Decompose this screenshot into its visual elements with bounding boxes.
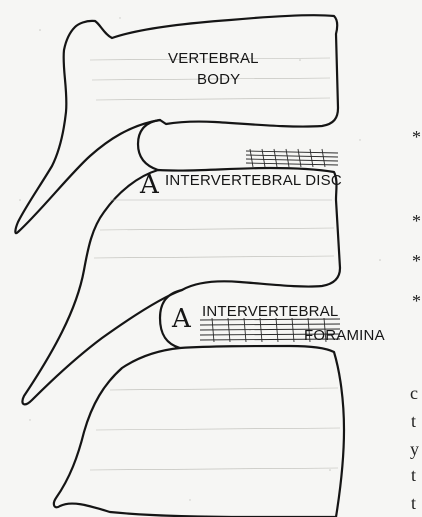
vertebral-body-label-line1: VERTEBRAL <box>168 50 259 67</box>
cut-off-letter: c <box>410 384 418 403</box>
foramina-label-line1: INTERVERTEBRAL <box>202 303 338 320</box>
upper-disc-hatching <box>246 149 338 167</box>
bone-shading <box>90 58 340 470</box>
cut-off-letter: t <box>411 466 416 485</box>
vertebral-body-label-line2: BODY <box>197 71 240 88</box>
disc-marker-a: A <box>140 172 159 198</box>
foramina-label-line2: FORAMINA <box>304 327 385 344</box>
margin-bullet: * <box>412 212 421 231</box>
cut-off-letter: t <box>411 412 416 431</box>
top-vertebra-outline <box>15 15 338 233</box>
cut-off-letter: y <box>410 440 419 459</box>
margin-bullet: * <box>412 128 421 147</box>
cut-off-letter: t <box>411 494 416 513</box>
upper-disc-bulge <box>138 120 160 170</box>
foramina-marker-a: A <box>172 306 191 332</box>
middle-vertebra-outline <box>22 168 340 404</box>
lower-vertebra-outline <box>54 346 344 517</box>
margin-bullet: * <box>412 252 421 271</box>
intervertebral-disc-label: INTERVERTEBRAL DISC <box>165 172 342 189</box>
margin-bullet: * <box>412 292 421 311</box>
